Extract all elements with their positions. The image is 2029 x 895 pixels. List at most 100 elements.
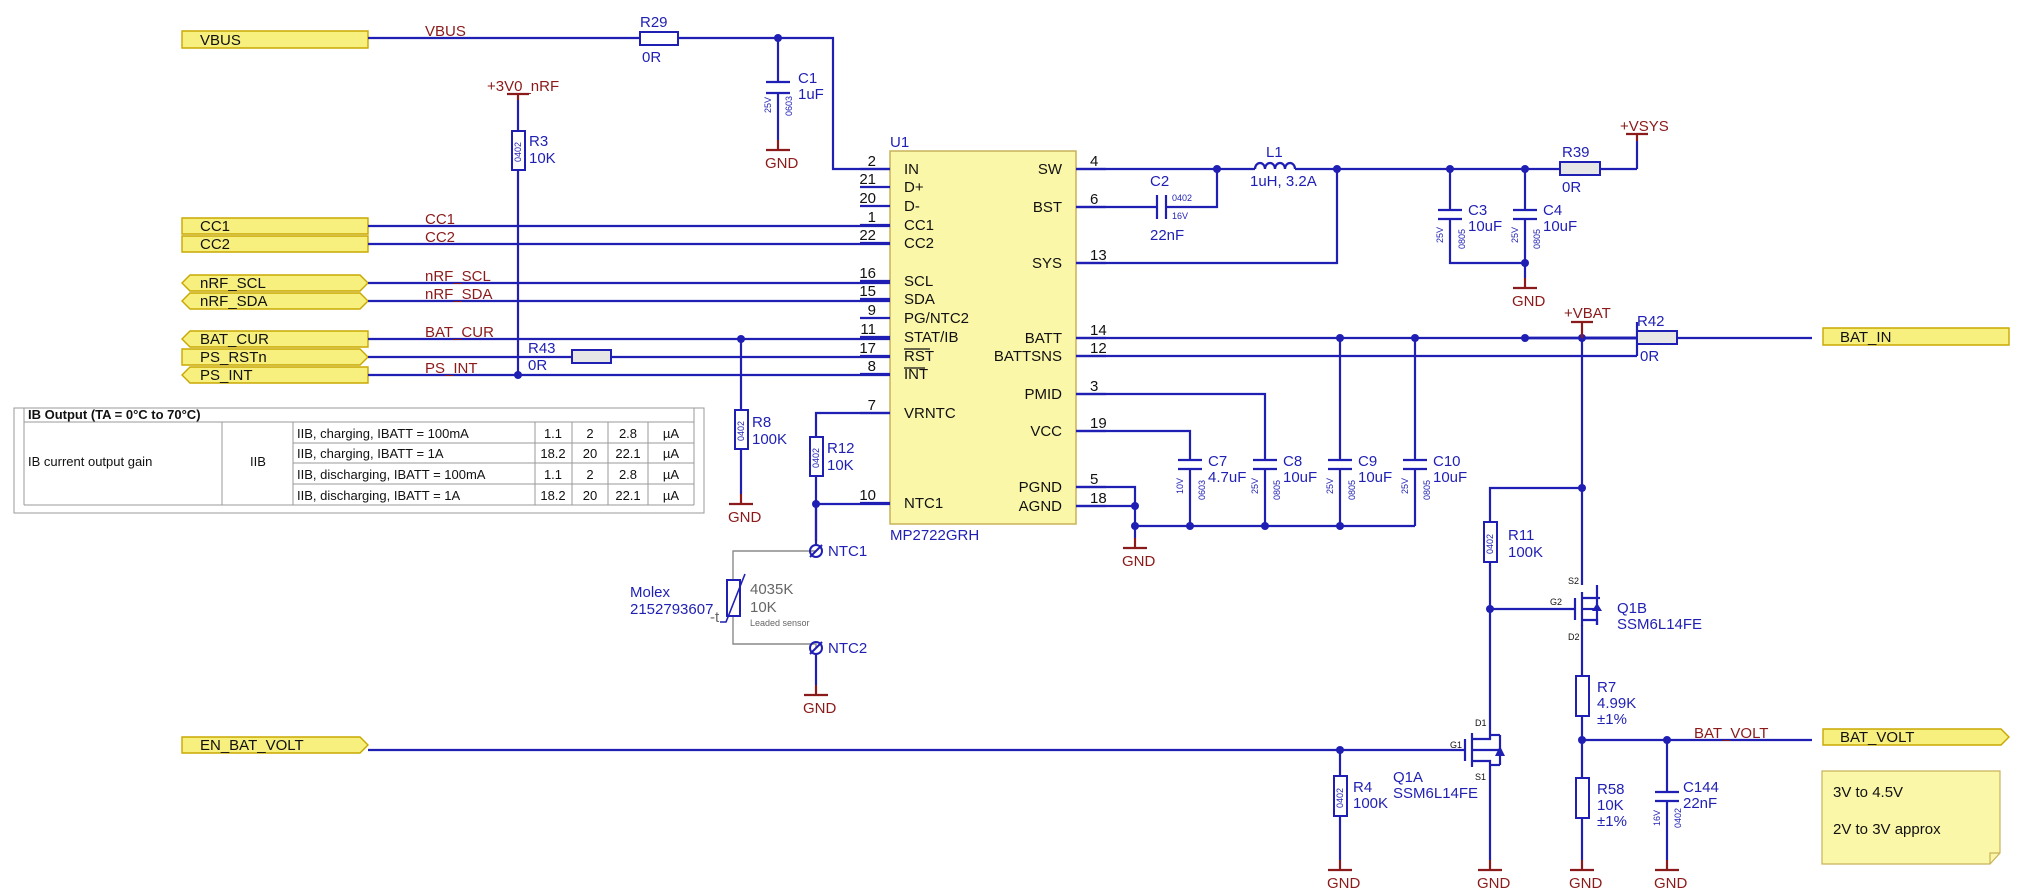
ic-pin-num: 3 [1090,378,1098,395]
table-cell-unit: µA [663,446,679,461]
sticky-note[interactable]: 3V to 4.5V 2V to 3V approx [1821,770,2001,865]
svg-text:-t: -t [710,609,720,626]
svg-text:IB Output (TA = 0°C to 70°C): IB Output (TA = 0°C to 70°C) [28,407,201,422]
table-cell-condition: IIB, discharging, IBATT = 1A [297,488,461,503]
ic-pin-name: VCC [1030,423,1062,440]
gnd-q1a: GND [1476,858,1511,892]
mosfet-q1a[interactable]: D1 G1 S1 Q1A SSM6L14FE [1393,718,1505,802]
capacitor-c4[interactable]: C4 10uF 25V 0805 [1510,202,1577,249]
testpoint-ntc2[interactable]: NTC2 [809,640,867,685]
svg-text:C9: C9 [1358,453,1377,470]
gnd-agnd: GND [1121,536,1156,570]
svg-text:1uH, 3.2A: 1uH, 3.2A [1250,173,1317,190]
svg-text:16V: 16V [1172,211,1188,221]
ic-right-pins: 4SW6BST13SYS14BATT12BATTSNS3PMID19VCC5PG… [994,153,1107,515]
svg-text:R58: R58 [1597,781,1625,798]
port-cc1[interactable]: CC1 [181,217,369,235]
svg-text:PS_RSTn: PS_RSTn [200,349,267,366]
svg-text:10K: 10K [1597,797,1624,814]
port-bat-volt[interactable]: BAT_VOLT [1822,728,2010,746]
svg-text:nRF_SDA: nRF_SDA [200,293,268,310]
svg-text:BAT_IN: BAT_IN [1840,329,1891,346]
port-nrf-scl[interactable]: nRF_SCL [181,274,369,292]
svg-text:25V: 25V [1250,478,1260,494]
resistor-r12[interactable]: 0402 R12 10K [809,436,855,477]
svg-text:10K: 10K [827,457,854,474]
ic-pin-num: 11 [860,321,876,338]
ic-pin-name: INT [904,366,928,383]
testpoint-ntc1[interactable]: NTC1 [809,543,867,560]
svg-text:0R: 0R [642,49,661,66]
svg-text:GND: GND [1122,553,1156,570]
svg-text:22nF: 22nF [1683,795,1717,812]
svg-text:L1: L1 [1266,144,1283,161]
svg-text:10K: 10K [750,599,777,616]
ic-pin-name: BST [1033,199,1062,216]
resistor-r42[interactable]: R42 0R [1636,313,1678,365]
svg-text:BAT_CUR: BAT_CUR [200,331,269,348]
svg-text:BAT_VOLT: BAT_VOLT [1840,729,1914,746]
ic-pin-name: SYS [1032,255,1062,272]
svg-text:U1: U1 [890,134,909,151]
svg-text:S1: S1 [1475,772,1486,782]
port-en-bat-volt[interactable]: EN_BAT_VOLT [181,736,369,754]
resistor-r7[interactable]: R7 4.99K ±1% [1575,675,1636,728]
svg-text:0402: 0402 [811,448,821,468]
ic-u1[interactable]: U1 MP2722GRH [889,134,1077,544]
svg-text:nRF_SCL: nRF_SCL [200,275,266,292]
svg-text:0603: 0603 [784,96,794,116]
capacitor-c9[interactable]: C9 10uF 25V 0805 [1325,453,1392,500]
capacitor-c1[interactable]: C1 1uF 25V 0603 [763,70,824,116]
svg-text:MP2722GRH: MP2722GRH [890,527,979,544]
resistor-r3[interactable]: 0402 R3 10K [511,130,556,171]
capacitor-c3[interactable]: C3 10uF 25V 0805 [1435,202,1502,249]
resistor-r8[interactable]: 0402 R8 100K [734,409,787,450]
resistor-r29[interactable]: R29 0R [639,14,679,66]
port-nrf-sda[interactable]: nRF_SDA [181,292,369,310]
table-cell-max: 2.8 [619,467,637,482]
gnd-r8: GND [727,492,762,526]
svg-text:IIB: IIB [250,454,266,469]
capacitor-c7[interactable]: C7 4.7uF 10V 0603 [1175,453,1246,500]
table-cell-unit: µA [663,488,679,503]
svg-text:±1%: ±1% [1597,711,1627,728]
resistor-r58[interactable]: R58 10K ±1% [1575,777,1627,830]
svg-text:C2: C2 [1150,173,1169,190]
ic-pin-num: 18 [1090,490,1107,507]
port-ps-int[interactable]: PS_INT [181,366,369,384]
capacitor-c2[interactable]: C2 0402 16V 22nF [1150,173,1192,244]
ic-pin-name: CC2 [904,235,934,252]
resistor-r4[interactable]: 0402 R4 100K [1333,775,1388,817]
port-bat-in[interactable]: BAT_IN [1822,327,2010,346]
svg-text:NTC2: NTC2 [828,640,867,657]
port-ps-rstn[interactable]: PS_RSTn [181,348,369,366]
inductor-l1[interactable]: L1 1uH, 3.2A [1250,144,1317,190]
capacitor-c10[interactable]: C10 10uF 25V 0805 [1400,453,1467,500]
svg-text:0603: 0603 [1197,480,1207,500]
table-cell-condition: IIB, charging, IBATT = 100mA [297,426,469,441]
port-bat-cur[interactable]: BAT_CUR [181,330,369,348]
svg-text:PS_INT: PS_INT [425,360,478,377]
ic-pin-name: VRNTC [904,405,956,422]
svg-text:VBUS: VBUS [425,23,466,40]
mosfet-q1b[interactable]: S2 G2 D2 Q1B SSM6L14FE [1550,576,1702,642]
capacitor-c8[interactable]: C8 10uF 25V 0805 [1250,453,1317,500]
port-vbus[interactable]: VBUS [181,30,369,49]
resistor-r43[interactable]: R43 0R [528,340,612,374]
port-cc2[interactable]: CC2 [181,235,369,253]
svg-text:G1: G1 [1450,740,1462,750]
svg-text:CC1: CC1 [200,218,230,235]
resistor-r39[interactable]: R39 0R [1559,144,1601,196]
thermistor[interactable]: Molex 2152793607 4035K 10K Leaded sensor… [630,573,810,628]
svg-text:Q1B: Q1B [1617,600,1647,617]
svg-text:10V: 10V [1175,478,1185,494]
svg-text:4.99K: 4.99K [1597,695,1636,712]
svg-text:nRF_SDA: nRF_SDA [425,286,493,303]
ic-pin-num: 14 [1090,322,1107,339]
table-cell-typ: 20 [583,446,597,461]
ic-pin-name: BATTSNS [994,348,1062,365]
ic-pin-num: 5 [1090,471,1098,488]
resistor-r11[interactable]: 0402 R11 100K [1483,521,1543,563]
svg-text:R4: R4 [1353,779,1372,796]
capacitor-c144[interactable]: C144 22nF 16V 0402 [1652,779,1719,828]
